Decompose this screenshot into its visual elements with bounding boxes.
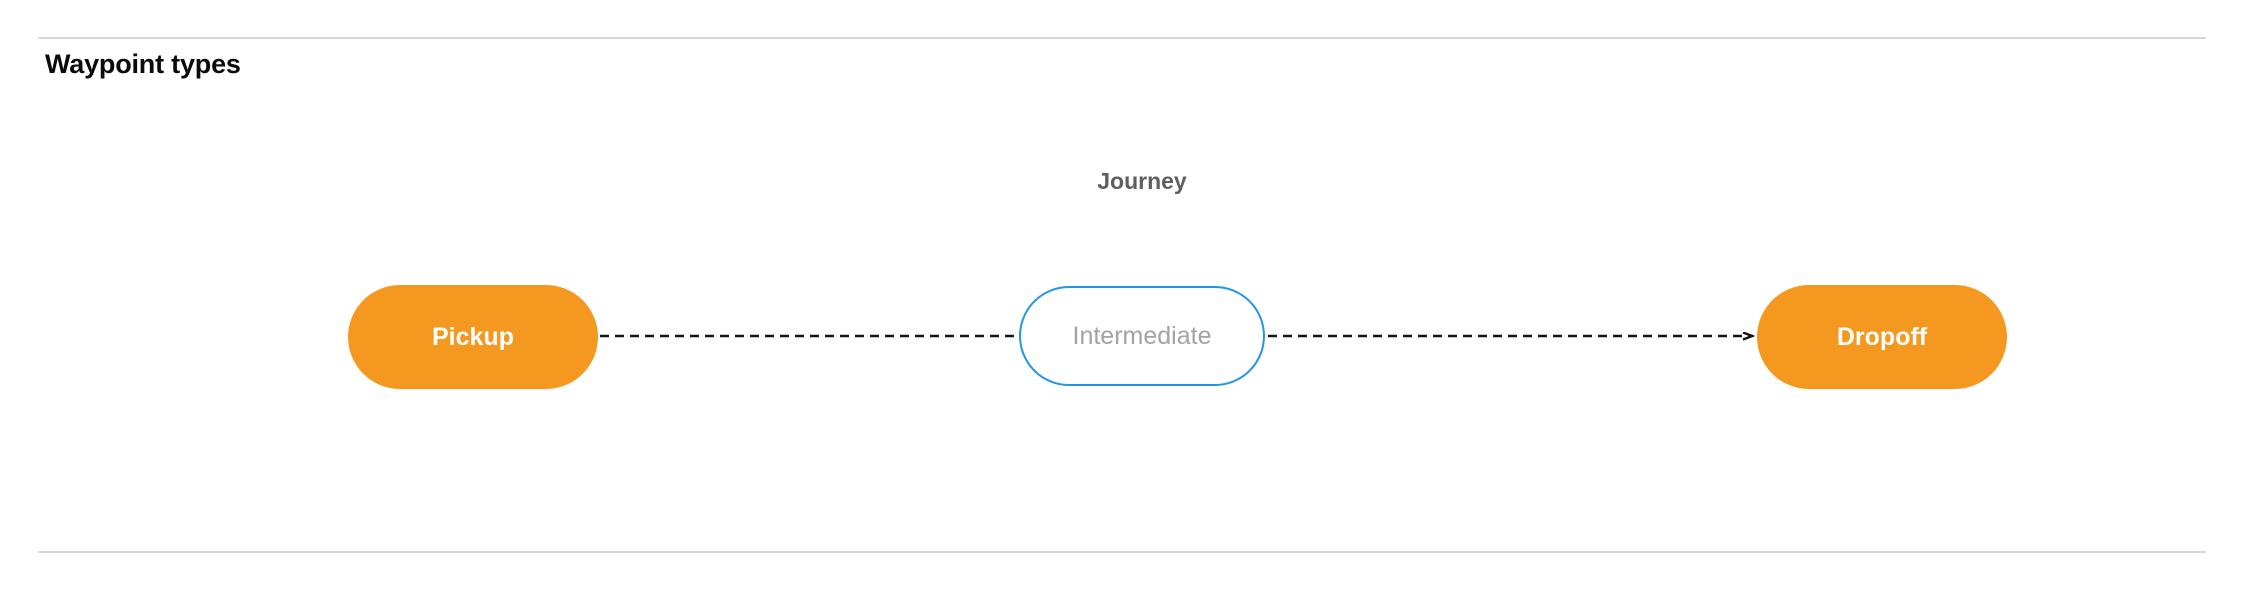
node-dropoff[interactable]: Dropoff — [1757, 285, 2007, 389]
divider-bottom — [38, 551, 2206, 553]
page-title: Waypoint types — [45, 49, 241, 79]
diagram-caption-label: Journey — [1097, 168, 1187, 194]
divider-top — [38, 37, 2206, 39]
node-pickup-label: Pickup — [432, 322, 514, 351]
node-intermediate-label: Intermediate — [1072, 321, 1212, 350]
node-dropoff-label: Dropoff — [1836, 322, 1928, 351]
node-pickup[interactable]: Pickup — [348, 285, 598, 389]
node-intermediate[interactable]: Intermediate — [1019, 286, 1265, 386]
